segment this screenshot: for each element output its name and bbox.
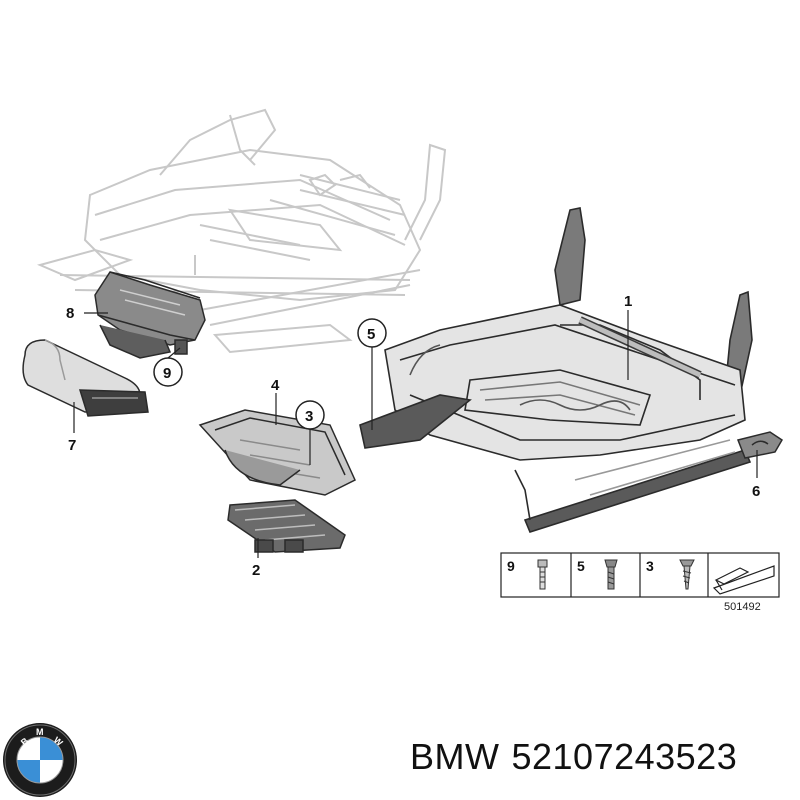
part-number: 52107243523 [511,736,738,777]
part-7-cover [22,339,149,417]
callout-circle-9: 9 [153,357,183,387]
svg-text:M: M [36,727,44,737]
callout-5: 5 [367,326,375,343]
callout-6: 6 [752,483,760,500]
svg-text:B: B [19,735,31,747]
bmw-logo: B M W [3,723,77,797]
bolt-icon-9 [537,559,548,590]
callout-4: 4 [271,377,280,394]
callout-3: 3 [305,408,313,425]
tapping-screw-icon-3 [679,559,695,590]
brand-name: BMW [410,736,500,777]
part-8-holder [94,271,206,359]
legend-label-9: 9 [507,558,515,574]
callout-8: 8 [66,305,74,322]
callout-circle-5: 5 [357,318,387,348]
ghost-seat-frame [36,108,447,354]
screw-icon-5 [604,559,618,590]
callout-7: 7 [68,437,76,454]
direction-arrow-icon [712,565,775,595]
callout-2: 2 [252,562,260,579]
callout-1: 1 [624,293,632,310]
part-2-bracket [227,499,346,553]
callout-circle-3: 3 [295,400,325,430]
diagram-code: 501492 [724,601,761,613]
legend-label-3: 3 [646,558,654,574]
part-6-clip [736,431,784,459]
part-4-tray [198,409,356,496]
callout-9: 9 [163,365,171,382]
leader-lines [73,310,758,558]
fastener-legend: 9 5 3 [500,552,780,598]
legend-label-5: 5 [577,558,585,574]
part-1-seat-frame [359,207,753,533]
brand-part-number: BMW 52107243523 [410,736,795,784]
